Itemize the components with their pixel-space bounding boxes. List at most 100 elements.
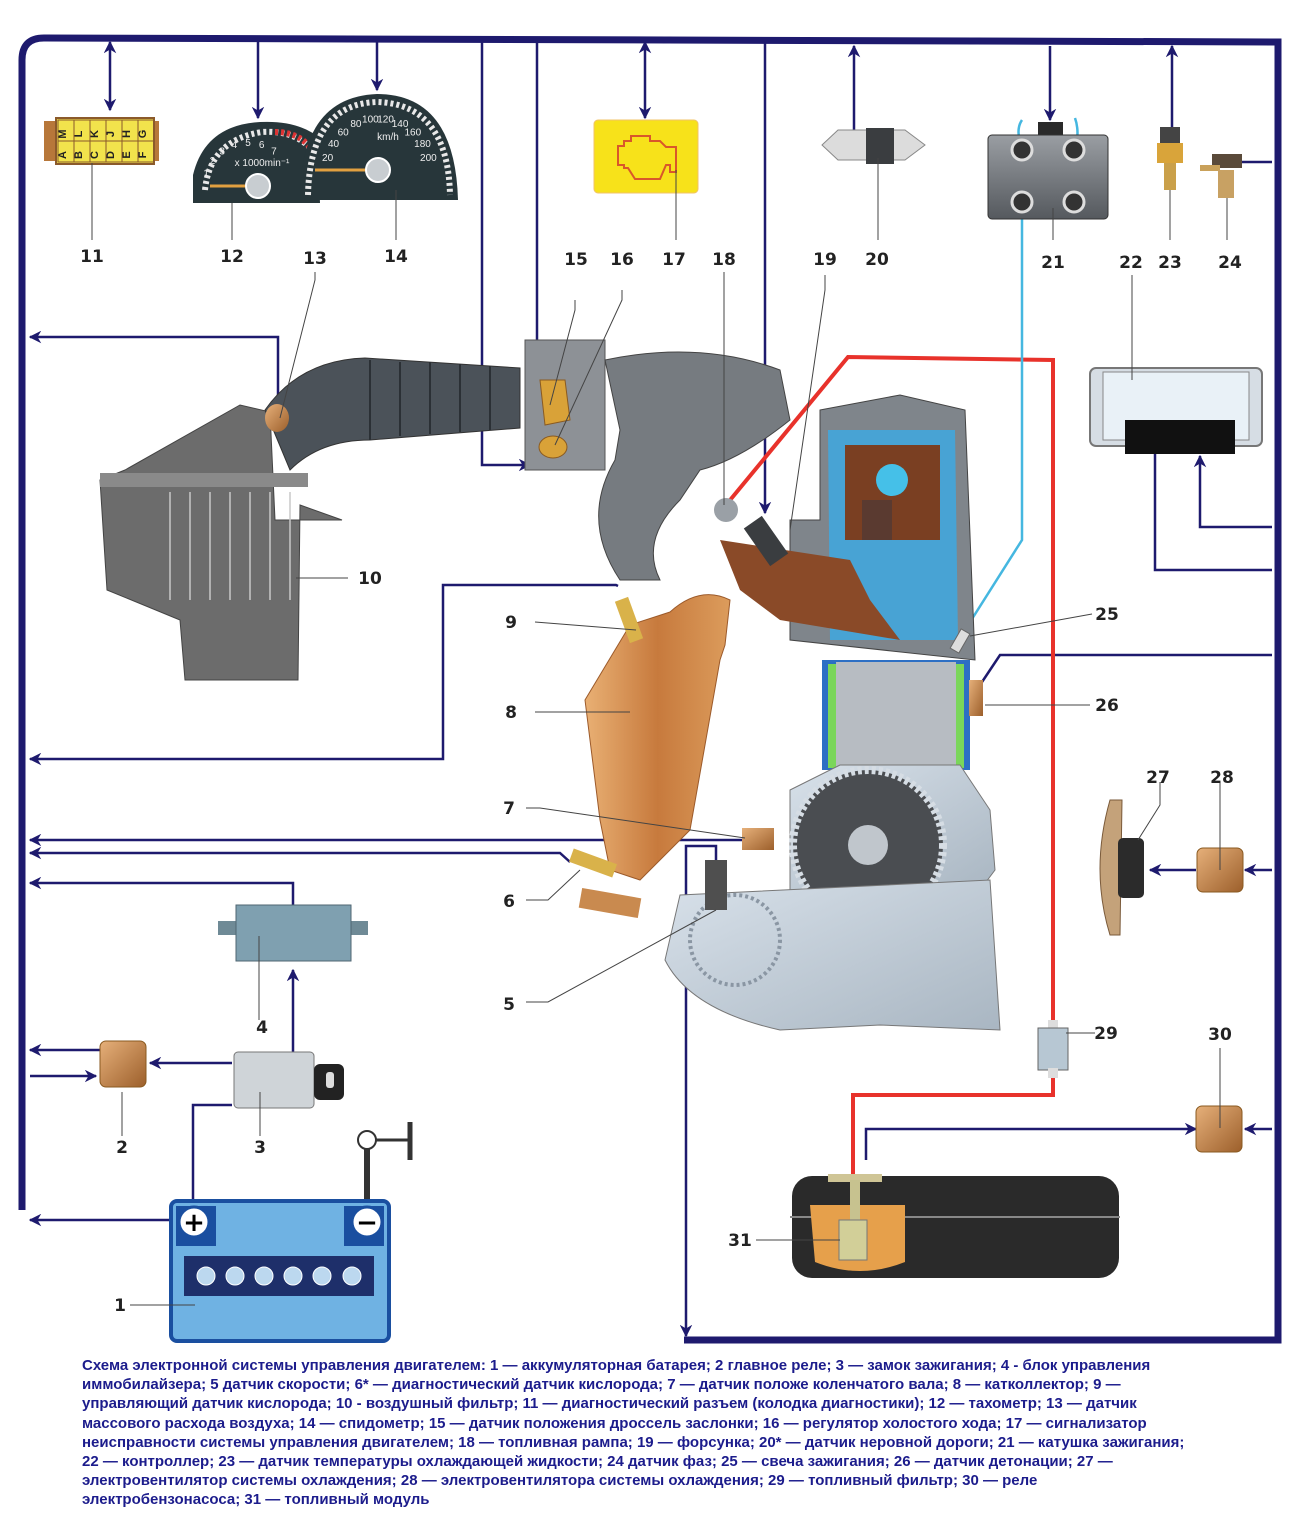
label-17: 17: [662, 250, 686, 270]
mass-air-flow-sensor: [265, 404, 289, 432]
label-28: 28: [1210, 768, 1234, 788]
component-labels: 1 2 3 4 5 6 7 8 9 10 11 12 13 14 15 16 1…: [80, 247, 1242, 1316]
right-branch-wires: [679, 450, 1272, 1338]
fuel-injector: [743, 515, 789, 567]
speedometer-tick-label: 60: [338, 127, 350, 138]
label-25: 25: [1095, 605, 1119, 625]
caption-line: иммобилайзера; 5 датчик скорости; 6* — д…: [82, 1376, 1121, 1394]
tachometer-tick-label: 6: [259, 140, 265, 151]
connector-pin-label: G: [137, 130, 149, 139]
speedometer-tick-label: 20: [322, 153, 334, 164]
label-26: 26: [1095, 696, 1119, 716]
tachometer-tick-label: 3: [219, 146, 225, 157]
speedometer-tick-label: 40: [328, 139, 340, 150]
connector-pin-label: J: [105, 131, 117, 137]
label-3: 3: [254, 1138, 266, 1158]
label-20: 20: [865, 250, 889, 270]
label-6: 6: [503, 892, 515, 912]
connector-pin-label: K: [89, 130, 101, 138]
diagnostic-oxygen-sensor: [568, 848, 618, 878]
control-oxygen-sensor: [614, 596, 644, 644]
main-relay: [99, 1040, 147, 1088]
speedometer-unit-label: km/h: [377, 132, 399, 143]
label-10: 10: [358, 569, 382, 589]
catalytic-converter: [578, 594, 731, 919]
label-9: 9: [505, 613, 517, 633]
phase-sensor: [1200, 154, 1242, 198]
crankshaft-position-sensor: [742, 828, 774, 850]
idle-speed-regulator: [538, 435, 568, 459]
connector-pin: [137, 140, 155, 163]
label-24: 24: [1218, 253, 1242, 273]
rough-road-sensor: [821, 128, 926, 164]
engine-cylinder-head: [720, 394, 976, 661]
intake-manifold: [598, 351, 791, 581]
tachometer-unit-label: x 1000min⁻¹: [235, 158, 290, 169]
speedometer-tick-label: 140: [392, 119, 409, 130]
label-19: 19: [813, 250, 837, 270]
label-14: 14: [384, 247, 408, 267]
check-engine-lamp: [593, 119, 699, 194]
crankcase: [789, 764, 996, 924]
left-branch-wires: [28, 330, 750, 1227]
spark-plug: [949, 628, 971, 654]
label-13: 13: [303, 249, 327, 269]
ignition-coil: [987, 122, 1109, 220]
label-23: 23: [1158, 253, 1182, 273]
tachometer-tick-label: 1: [203, 168, 209, 179]
fuel-module: [838, 1180, 868, 1261]
connector-pin-label: H: [121, 130, 133, 138]
engine-icon: [617, 135, 677, 180]
speedometer-tick-label: 120: [377, 115, 394, 126]
wire-bus-frame: [18, 34, 1282, 1344]
label-12: 12: [220, 247, 244, 267]
speed-sensor: [705, 860, 727, 910]
connector-pin-label: F: [137, 151, 149, 158]
label-27: 27: [1146, 768, 1170, 788]
connector-pin-label: D: [105, 151, 117, 159]
connector-pin-label: L: [73, 130, 85, 137]
connector-pin-label: M: [57, 129, 69, 138]
knock-sensor: [969, 680, 983, 716]
immobilizer-unit: [218, 904, 368, 962]
tachometer-tick-label: 7: [271, 146, 277, 157]
label-30: 30: [1208, 1025, 1232, 1045]
fuel-pump-relay: [1195, 1105, 1243, 1153]
connector-pin-label: E: [121, 151, 133, 158]
label-18: 18: [712, 250, 736, 270]
figure-caption: Схема электронной системы управления дви…: [82, 1356, 1282, 1510]
label-7: 7: [503, 799, 515, 819]
label-4: 4: [256, 1018, 268, 1038]
caption-line: электробензонасоса; 31 — топливный модул…: [82, 1491, 430, 1509]
label-8: 8: [505, 703, 517, 723]
caption-line: 22 — контроллер; 23 — датчик температуры…: [82, 1453, 1113, 1471]
gearbox: [664, 879, 1001, 1031]
battery-minus-terminal: −: [356, 1208, 378, 1238]
caption-line: массового расхода воздуха; 14 — спидомет…: [82, 1414, 1147, 1432]
connector-pin-label: C: [89, 151, 101, 159]
fuel-line: [724, 354, 1055, 1180]
coolant-temp-sensor: [1157, 127, 1183, 190]
speedometer-tick-label: 160: [404, 127, 421, 138]
label-5: 5: [503, 995, 515, 1015]
speedometer-tick-label: 180: [414, 139, 431, 150]
speedometer-tick-label: 100: [362, 115, 379, 126]
cooling-fan: [1099, 799, 1144, 936]
intake-hose: [264, 357, 521, 471]
caption-line: неисправности системы управления двигате…: [82, 1433, 1185, 1451]
connector-pin-label: A: [57, 151, 69, 159]
speedometer-tick-label: 200: [420, 153, 437, 164]
label-15: 15: [564, 250, 588, 270]
label-22: 22: [1119, 253, 1143, 273]
label-31: 31: [728, 1231, 752, 1251]
caption-line: электровентилятор системы охлаждения; 28…: [82, 1472, 1038, 1490]
fuel-rail: [714, 498, 738, 522]
speedometer-tick-label: 80: [350, 119, 362, 130]
caption-line: Схема электронной системы управления дви…: [82, 1357, 1151, 1374]
connector-pin-label: B: [73, 151, 85, 159]
battery-plus-terminal: +: [183, 1208, 205, 1238]
